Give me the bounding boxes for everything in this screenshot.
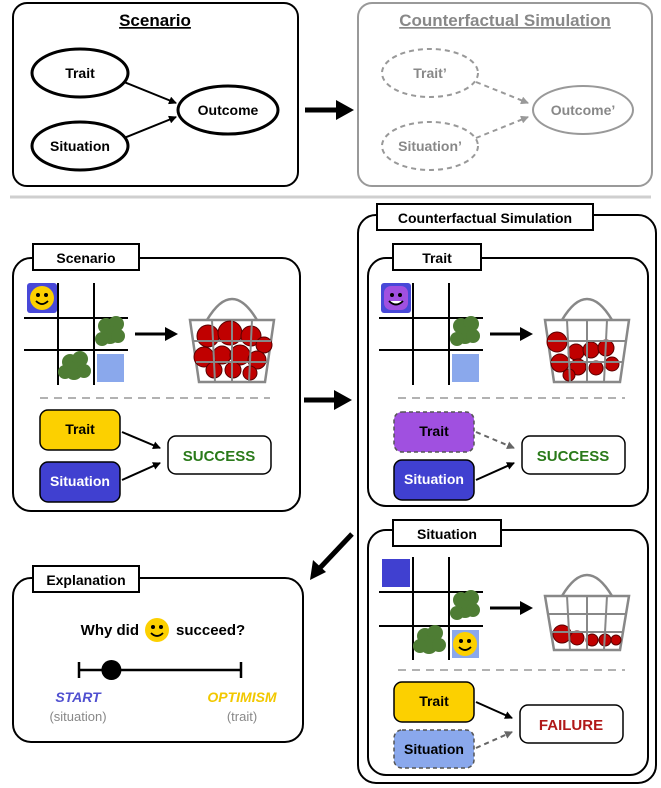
cf2-situation-box <box>393 729 475 769</box>
counterfactual-tab <box>376 203 594 231</box>
cf2-trait-box-label: Trait <box>419 693 449 709</box>
agent-smiley-icon <box>27 283 57 313</box>
cf-situation-node-label: Situation’ <box>398 138 462 154</box>
optimism-sublabel: (trait) <box>227 709 257 724</box>
cf2-trait-box <box>393 681 475 723</box>
scenario-panel: Scenario <box>12 243 301 512</box>
situation-to-outcome-edge <box>123 115 177 139</box>
scenario-tab <box>32 243 140 271</box>
scenario-trait-label: Trait <box>65 421 95 437</box>
cf-outcome-node <box>532 85 634 135</box>
trait-node-label: Trait <box>65 65 95 81</box>
top-scenario-panel: Scenario Trait Situation Outcome <box>12 2 299 187</box>
trait-panel-title: Trait <box>422 250 452 266</box>
cf-situation-edge <box>475 115 529 139</box>
question-suffix: succeed? <box>176 622 245 639</box>
bush-icon <box>95 316 125 346</box>
cf-trait-box <box>393 411 475 453</box>
scenario-grid <box>24 283 128 385</box>
slider-knob <box>101 660 122 680</box>
goal-tile <box>97 354 124 382</box>
basket-icon <box>560 297 614 321</box>
top-counterfactual-panel: Counterfactual Simulation Trait’ Situati… <box>357 2 653 187</box>
start-label: START <box>55 689 102 705</box>
situation-tab <box>392 519 502 547</box>
cf-situation-node <box>381 121 479 171</box>
bush-icon <box>450 316 480 346</box>
goal-tile <box>452 354 479 382</box>
counterfactual-panel: Counterfactual Simulation Trait <box>357 203 657 784</box>
trait-node <box>30 47 130 99</box>
explanation-tab <box>32 565 140 593</box>
scenario-result-label: SUCCESS <box>183 448 256 465</box>
to-counterfactual-arrow <box>304 390 352 410</box>
explanation-panel: Explanation Why did succeed? START (situ… <box>12 565 304 743</box>
bush-icon <box>413 625 446 654</box>
cf-situation-box-label: Situation <box>404 471 464 487</box>
scenario-situation-node <box>39 461 121 503</box>
cf-trait-result-node <box>521 435 626 475</box>
trait-intervention-panel: Trait <box>367 243 649 507</box>
basket-icon <box>560 573 614 597</box>
top-transition-arrow <box>305 100 354 120</box>
cf-outcome-node-label: Outcome’ <box>551 102 616 118</box>
cf-situation-result-node <box>519 704 624 744</box>
bush-icon <box>450 590 480 620</box>
purple-agent-icon <box>381 283 411 313</box>
cf-trait-edge <box>475 81 529 105</box>
cf-trait-result-label: SUCCESS <box>537 448 610 465</box>
situation-node-label: Situation <box>50 138 110 154</box>
trait-to-outcome-edge <box>123 81 177 105</box>
scenario-trait-node <box>39 409 121 451</box>
cf2-situation-box-label: Situation <box>404 741 464 757</box>
explanation-slider <box>77 660 243 680</box>
counterfactual-title: Counterfactual Simulation <box>398 210 572 226</box>
situation-grid <box>379 557 483 660</box>
explanation-title: Explanation <box>46 572 125 588</box>
cf-situation-result-label: FAILURE <box>539 717 603 734</box>
scenario-situation-label: Situation <box>50 473 110 489</box>
scenario-result-node <box>167 435 272 475</box>
start-sublabel: (situation) <box>49 709 106 724</box>
top-scenario-title: Scenario <box>119 11 191 30</box>
optimism-label: OPTIMISM <box>207 689 277 705</box>
cf-situation-box <box>393 459 475 501</box>
to-explanation-arrow <box>310 532 354 580</box>
situation-intervention-panel: Situation <box>367 519 649 776</box>
scenario-title: Scenario <box>56 250 115 266</box>
situation-panel-title: Situation <box>417 526 477 542</box>
trait-grid <box>379 283 483 385</box>
outcome-node <box>176 84 280 136</box>
smiley-icon <box>145 618 169 642</box>
cf-trait-node <box>381 48 479 98</box>
question-prefix: Why did <box>81 622 139 639</box>
agent-smiley-icon <box>452 630 479 658</box>
situation-node <box>30 120 130 172</box>
cf-trait-node-label: Trait’ <box>413 65 446 81</box>
situation-tile <box>382 559 410 587</box>
trait-tab <box>392 243 482 271</box>
outcome-node-label: Outcome <box>198 102 259 118</box>
cf-trait-box-label: Trait <box>419 423 449 439</box>
bush-icon <box>58 351 91 380</box>
top-counterfactual-title: Counterfactual Simulation <box>399 11 611 30</box>
